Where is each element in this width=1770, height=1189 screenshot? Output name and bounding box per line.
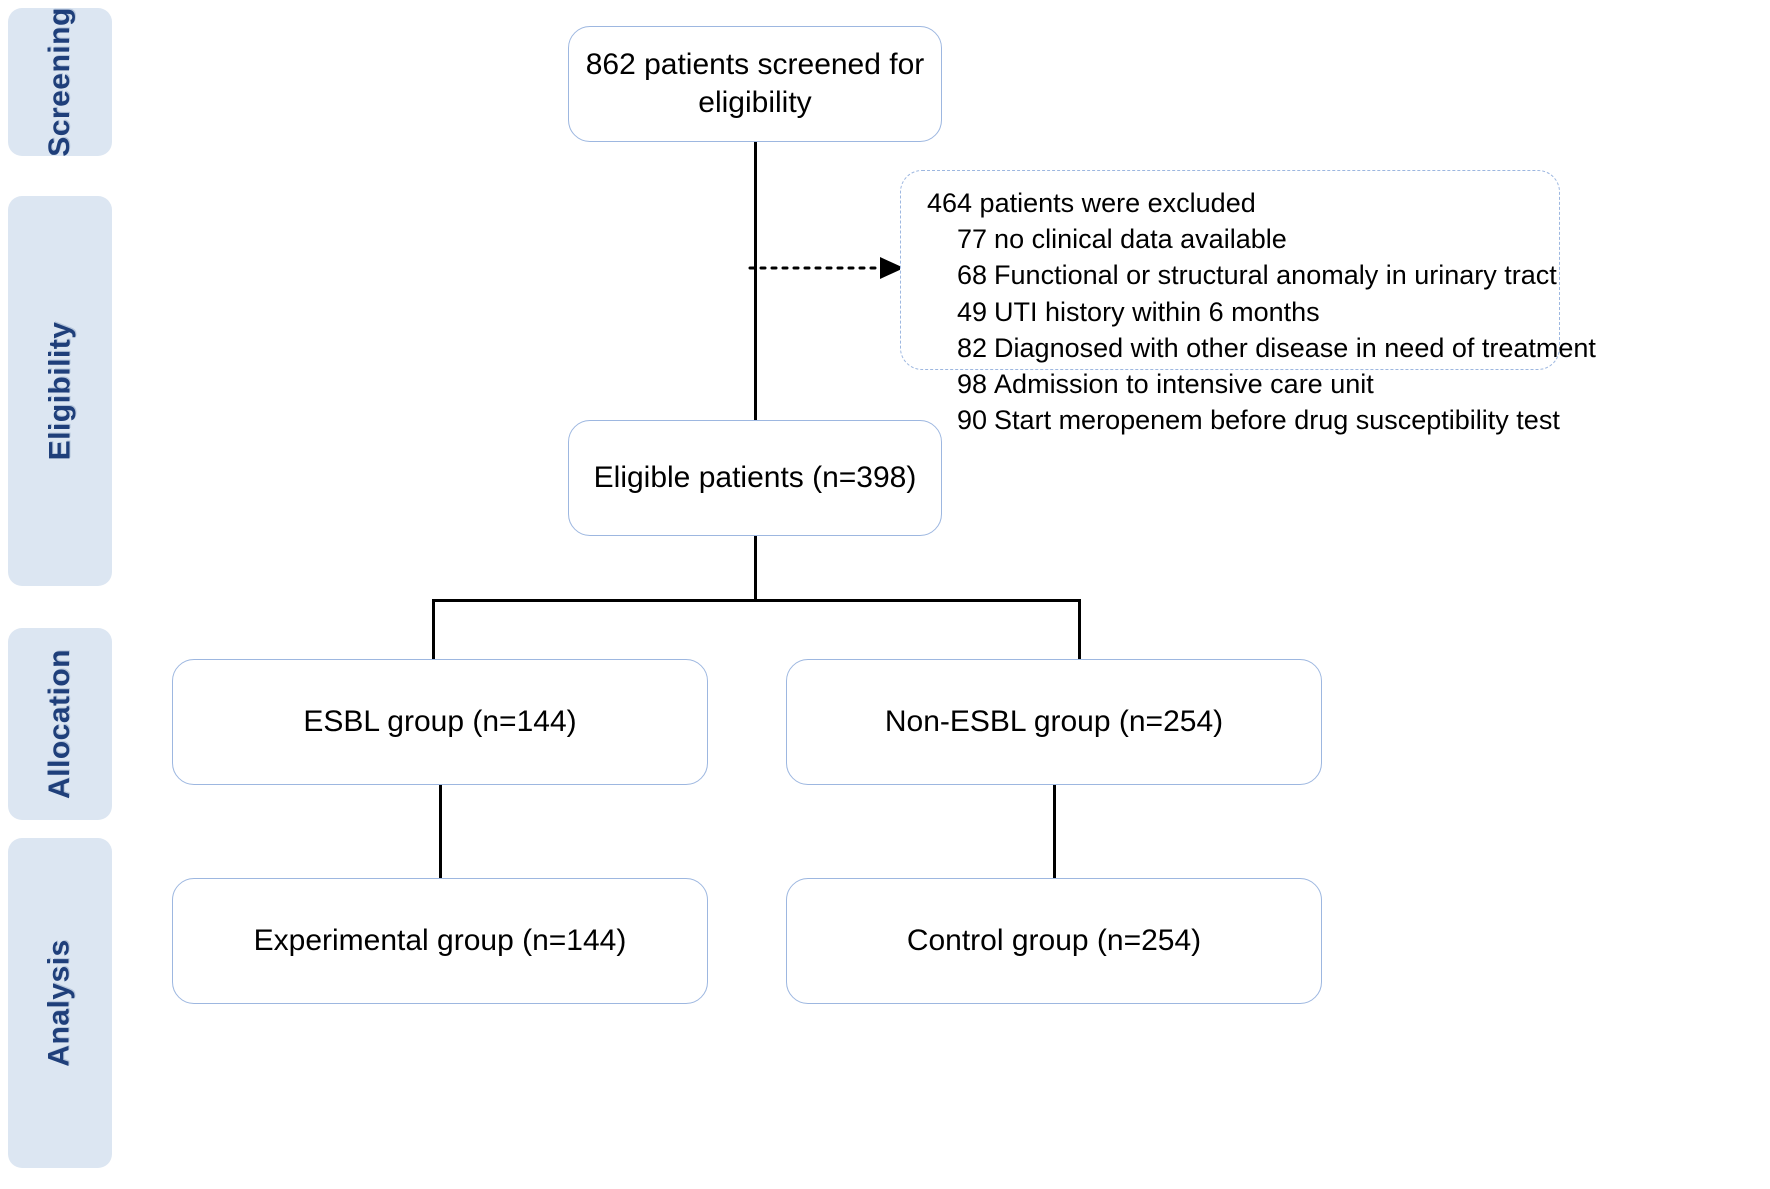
node-non-esbl-group-box[interactable]: Non-ESBL group (n=254) <box>786 659 1322 785</box>
connector-split-to-esbl <box>432 599 435 661</box>
connector-split-to-non-esbl <box>1078 599 1081 661</box>
excluded-reason-count: 90 <box>957 405 988 436</box>
excluded-reason-count: 82 <box>957 332 988 363</box>
stage-label-screening: Screening <box>8 7 112 157</box>
connector-excluded-dotted-arrow <box>748 257 904 279</box>
node-esbl-group-text: ESBL group (n=144) <box>303 704 577 738</box>
node-esbl-group-box[interactable]: ESBL group (n=144) <box>172 659 708 785</box>
stage-label-allocation-text: Allocation <box>43 648 77 800</box>
node-screened-box[interactable]: 862 patients screened for eligibility <box>568 26 942 142</box>
node-experimental-group-text: Experimental group (n=144) <box>253 923 627 957</box>
node-eligible-box[interactable]: Eligible patients (n=398) <box>568 420 942 536</box>
stage-label-allocation: Allocation <box>8 628 112 820</box>
excluded-reason-text: no clinical data available <box>994 224 1287 255</box>
node-screened-text: 862 patients screened for eligibility <box>570 46 941 123</box>
node-control-group-box[interactable]: Control group (n=254) <box>786 878 1322 1004</box>
node-screened-line2: eligibility <box>698 86 812 119</box>
excluded-reason-text: Admission to intensive care unit <box>994 368 1374 399</box>
excluded-reason-text: UTI history within 6 months <box>994 296 1320 327</box>
stage-label-screening-text: Screening <box>43 7 76 157</box>
stage-label-analysis: Analysis <box>8 838 112 1168</box>
node-eligible-text: Eligible patients (n=398) <box>593 460 917 494</box>
connector-split-bar <box>432 599 1080 602</box>
connector-eligible-to-split <box>754 535 757 601</box>
node-screened-line1: 862 patients screened for <box>585 47 925 81</box>
connector-non-esbl-to-control <box>1053 784 1056 879</box>
excluded-reason-text: Diagnosed with other disease in need of … <box>994 332 1596 363</box>
excluded-reason-text: Start meropenem before drug susceptibili… <box>994 405 1560 436</box>
node-experimental-group-box[interactable]: Experimental group (n=144) <box>172 878 708 1004</box>
excluded-reason-count: 77 <box>957 224 988 255</box>
node-control-group-text: Control group (n=254) <box>906 923 1202 957</box>
node-non-esbl-group-text: Non-ESBL group (n=254) <box>884 704 1224 738</box>
excluded-reason-count: 98 <box>957 368 988 399</box>
excluded-reason-count: 49 <box>957 296 988 327</box>
connector-esbl-to-experimental <box>439 784 442 879</box>
stage-label-eligibility: Eligibility <box>8 196 112 586</box>
stage-label-eligibility-text: Eligibility <box>43 321 77 461</box>
connector-screened-to-eligible <box>754 140 757 423</box>
excluded-reason-text: Functional or structural anomaly in urin… <box>994 260 1557 291</box>
stage-label-analysis-text: Analysis <box>43 939 76 1067</box>
excluded-title: 464 patients were excluded <box>927 188 1256 218</box>
excluded-reason-count: 68 <box>957 260 988 291</box>
